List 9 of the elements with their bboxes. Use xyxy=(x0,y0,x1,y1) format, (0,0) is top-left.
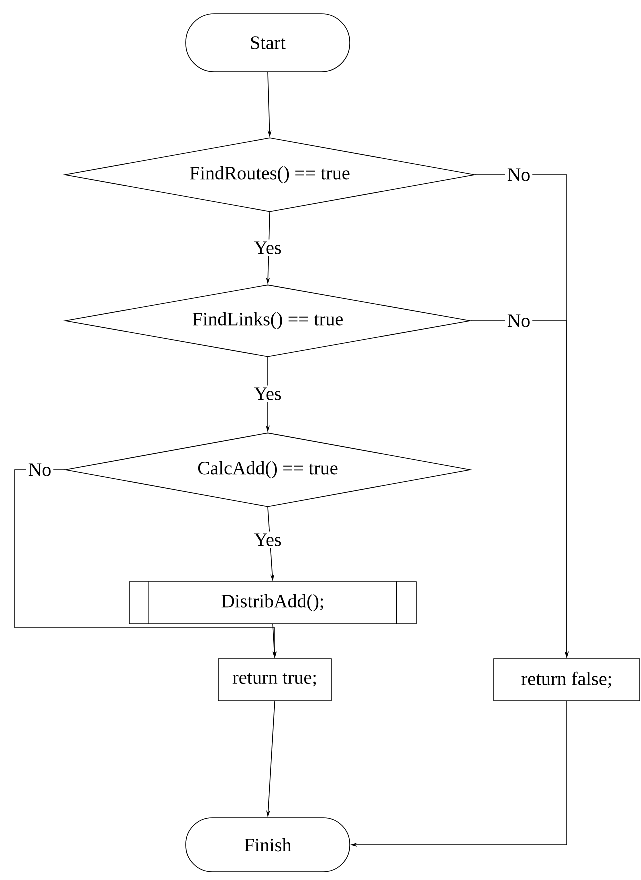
edge-label: No xyxy=(26,462,54,478)
edge-label: No xyxy=(505,166,533,184)
edge-label: Yes xyxy=(252,240,284,256)
edge-label: No xyxy=(505,312,533,330)
edge-label: Yes xyxy=(252,532,284,548)
edge-label: Yes xyxy=(252,386,284,402)
subroutine-box: DistribAdd(); xyxy=(129,581,417,625)
process-box: return true; xyxy=(218,658,332,702)
process-box: return false; xyxy=(494,658,640,702)
